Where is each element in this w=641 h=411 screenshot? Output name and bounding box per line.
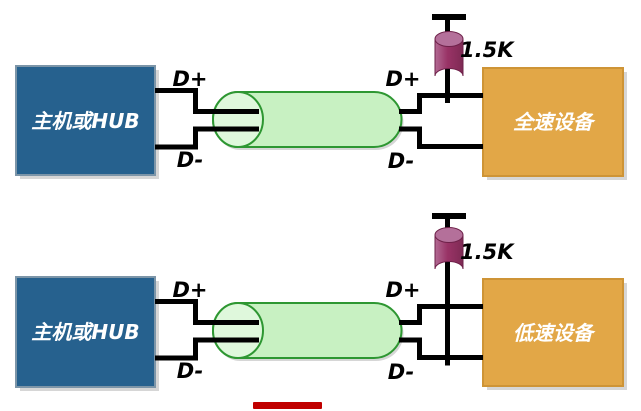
wire-dplus-right [399,93,483,114]
resistor-lead [445,216,450,366]
wire-dplus-right [399,304,483,325]
red-accent-bar [253,402,322,409]
dminus-right-label: D- [388,360,415,384]
power-rail-icon [432,213,466,219]
wire-dminus-left [155,126,259,150]
host-box-label: 主机或HUB [31,109,139,133]
wire-dplus-left [155,299,259,325]
wire-dminus-right [399,337,483,360]
host-box [15,276,156,388]
cable-open-end [212,91,264,148]
resistor-body [434,38,464,77]
resistor-value-label: 1.5K [460,240,515,264]
diagram-full-speed: 主机或HUB 全速设备 1.5K D+ D- D+ D- [15,14,627,180]
dplus-right-label: D+ [385,67,420,91]
dplus-left-label: D+ [172,278,207,302]
dplus-right-label: D+ [385,278,420,302]
dminus-left-label: D- [177,359,204,383]
dminus-right-label: D- [388,149,415,173]
device-box [482,67,624,177]
diagram-low-speed: 主机或HUB 低速设备 1.5K D+ D- D+ D- [15,213,627,391]
wire-dminus-right [399,126,483,149]
resistor-top [434,227,464,243]
wire-dplus-left [155,88,259,114]
device-box-label: 低速设备 [513,321,596,345]
host-box [15,65,156,176]
device-box-label: 全速设备 [513,110,596,134]
dplus-left-label: D+ [172,67,207,91]
wire-dminus-left [155,337,259,361]
resistor-body [434,234,464,270]
host-box-label: 主机或HUB [31,320,139,344]
device-box [482,278,624,387]
power-rail-icon [432,14,466,20]
dminus-left-label: D- [177,148,204,172]
cable-open-end [212,302,264,359]
resistor-value-label: 1.5K [460,38,515,62]
resistor-top [434,31,464,47]
